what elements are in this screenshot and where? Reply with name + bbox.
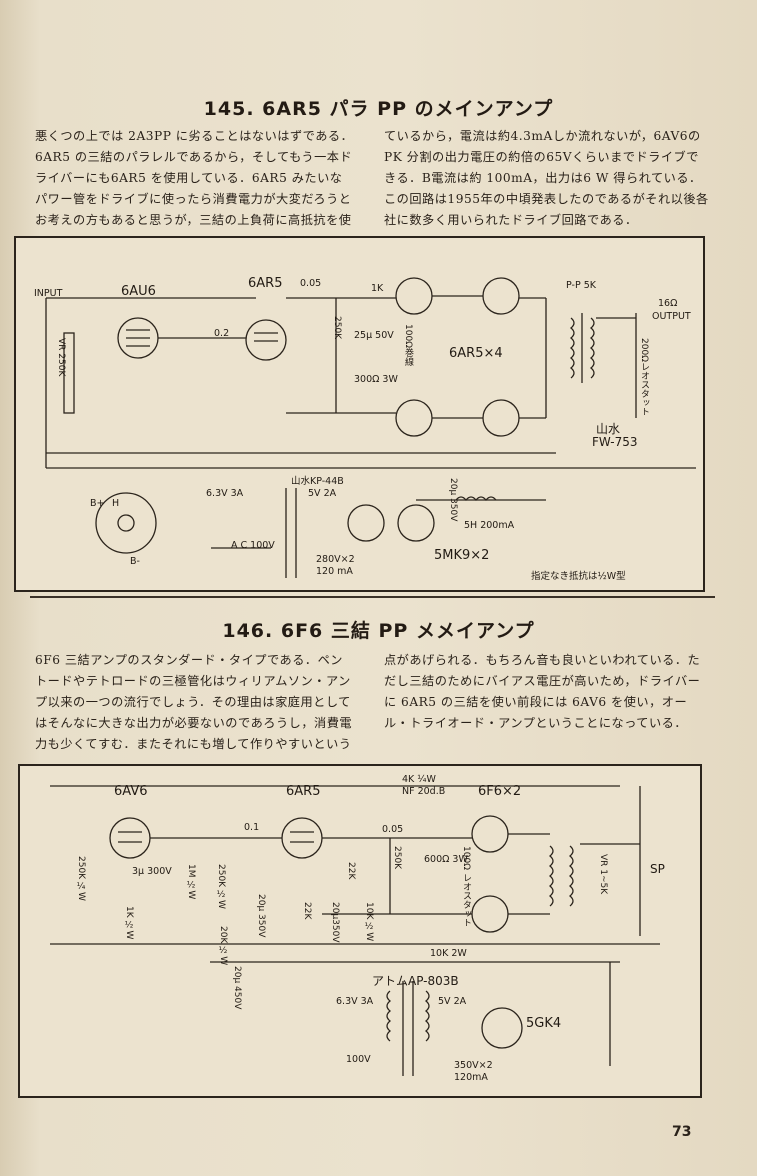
- power-transformer-label: アトムAP-803B: [372, 974, 459, 988]
- h-label: H: [112, 498, 120, 509]
- screen-10k-label: 10K ½W: [364, 902, 374, 942]
- filter-cap-label: 20μ 350V: [448, 478, 458, 522]
- bplus-label: B+: [90, 498, 105, 509]
- heater-6v3-label: 6.3V 3A: [206, 488, 244, 499]
- ht-120ma-label: 120mA: [454, 1072, 488, 1083]
- sansui-label: 山水: [596, 422, 621, 436]
- filter-cap-450-label: 20μ 450V: [232, 966, 242, 1010]
- plate-22k-label: 22K: [346, 862, 356, 880]
- page-number: 73: [672, 1124, 692, 1140]
- ht-350v-label: 350V×2: [454, 1060, 493, 1071]
- choke-label: 5H 200mA: [464, 520, 515, 531]
- resistor-600-label: 600Ω 3W: [424, 854, 468, 865]
- tube-6ar5-driver-label: 6AR5: [248, 276, 283, 291]
- decoupling-20k-label: 20K ½W: [218, 926, 228, 966]
- tube-6f6-label: 6F6×2: [478, 784, 522, 799]
- section-146-left-text: 6F6 三結アンプのスタンダード・タイプである．ペントードやテトロードの三極管化…: [35, 653, 353, 751]
- rheostat-200-label: 200Ωレオスタット: [639, 338, 649, 417]
- cap-0-2-label: 0.2: [214, 328, 230, 339]
- rectifier-5v-label: 5V 2A: [308, 488, 337, 499]
- resistor-250k-label: 250K: [332, 316, 342, 340]
- bminus-label: B-: [130, 556, 140, 567]
- cap-0-05-label: 0.05: [300, 278, 322, 289]
- input-250k-label: 250K ¼W: [76, 856, 86, 901]
- dropping-10k-label: 10K 2W: [430, 948, 467, 959]
- ac-100v-label: 100V: [346, 1054, 371, 1065]
- power-transformer-label: 山水KP-44B: [291, 476, 344, 487]
- cap-25u50v-label: 25μ 50V: [354, 330, 394, 341]
- tube-6ar5-label: 6AR5: [286, 784, 321, 799]
- transformer-pp5k-label: P-P 5K: [566, 280, 596, 291]
- grid-1m-label: 1M ½W: [186, 864, 196, 900]
- tube-5mk9-label: 5MK9×2: [434, 548, 490, 563]
- tube-6ar5x4-label: 6AR5×4: [449, 346, 503, 361]
- section-146-title: 146. 6F6 三結 PP メメイアンプ: [222, 620, 535, 642]
- tube-6au6-label: 6AU6: [121, 284, 156, 299]
- nf-resistor-label: 4K ¼W: [402, 774, 436, 785]
- section-145-left-text: 悪くつの上では 2A3PP に劣ることはないはずである．6AR5 の三結のパラレ…: [35, 129, 354, 227]
- section-146-right-text: 点があげられる．もちろん音も良いといわれている．ただし三結のためにバイアス電圧が…: [384, 653, 701, 730]
- schematic-146-wiring: [50, 785, 660, 1076]
- resistor-note-label: 指定なき抵抗は½W型: [531, 571, 626, 582]
- schematic-145: INPUT 6AU6 6AR5 6AR5×4 5MK9×2 VR 250K 0.…: [14, 236, 705, 592]
- ac-100v-label: A C 100V: [231, 540, 275, 551]
- cathode-cap-label: 3μ 300V: [132, 866, 172, 877]
- vr-250k-label: VR 250K: [56, 338, 66, 377]
- tube-6av6-label: 6AV6: [114, 784, 148, 799]
- rheostat-100-label: 100Ω レオスタット: [461, 846, 471, 927]
- section-145-right-column: ているから，電流は約4.3mAしか流れないが，6AV6の PK 分割の出力電圧の…: [384, 126, 709, 234]
- cap-20u350v-label: 20μ350V: [330, 902, 340, 943]
- schematic-145-wiring: [45, 277, 696, 578]
- schematic-146: 6AV6 6AR5 6F6×2 5GK4 4K ¼W NF 20d.B 0.1 …: [18, 764, 702, 1098]
- resistor-300-label: 300Ω 3W: [354, 374, 398, 385]
- rectifier-5v-label: 5V 2A: [438, 996, 467, 1007]
- heater-6v3-label: 6.3V 3A: [336, 996, 374, 1007]
- section-divider: [30, 596, 715, 598]
- vr-1-5k-label: VR 1~5K: [598, 854, 608, 895]
- cathode-22k-label: 22K: [302, 902, 312, 920]
- section-145-title: 145. 6AR5 パラ PP のメインアンプ: [203, 98, 554, 120]
- resistor-1k-label: 1K: [371, 283, 384, 294]
- wirewound-100-label: 100Ω巻線: [403, 324, 413, 367]
- section-146-left-column: 6F6 三結アンプのスタンダード・タイプである．ペントードやテトロードの三極管化…: [35, 650, 355, 758]
- cap-0-1-label: 0.1: [244, 822, 260, 833]
- section-145-right-text: ているから，電流は約4.3mAしか流れないが，6AV6の PK 分割の出力電圧の…: [384, 129, 709, 227]
- ht-120ma-label: 120 mA: [316, 566, 353, 577]
- tube-5gk4-label: 5GK4: [526, 1016, 562, 1031]
- input-label: INPUT: [34, 288, 63, 299]
- fw753-label: FW-753: [592, 435, 638, 449]
- speaker-label: SP: [650, 862, 665, 876]
- grid-250k-label: 250K: [392, 846, 402, 870]
- cap-0-05-label: 0.05: [382, 824, 404, 835]
- section-146-right-column: 点があげられる．もちろん音も良いといわれている．ただし三結のためにバイアス電圧が…: [384, 650, 709, 758]
- ht-280v-label: 280V×2: [316, 554, 355, 565]
- section-145-left-column: 悪くつの上では 2A3PP に劣ることはないはずである．6AR5 の三結のパラレ…: [35, 126, 355, 234]
- cathode-1k-label: 1K ½W: [124, 906, 134, 940]
- decoupling-cap-label: 20μ 350V: [256, 894, 266, 938]
- nf-20db-label: NF 20d.B: [402, 786, 446, 797]
- output-label: OUTPUT: [652, 311, 691, 322]
- output-16-label: 16Ω: [658, 298, 678, 309]
- plate-250k-label: 250K ½W: [216, 864, 226, 909]
